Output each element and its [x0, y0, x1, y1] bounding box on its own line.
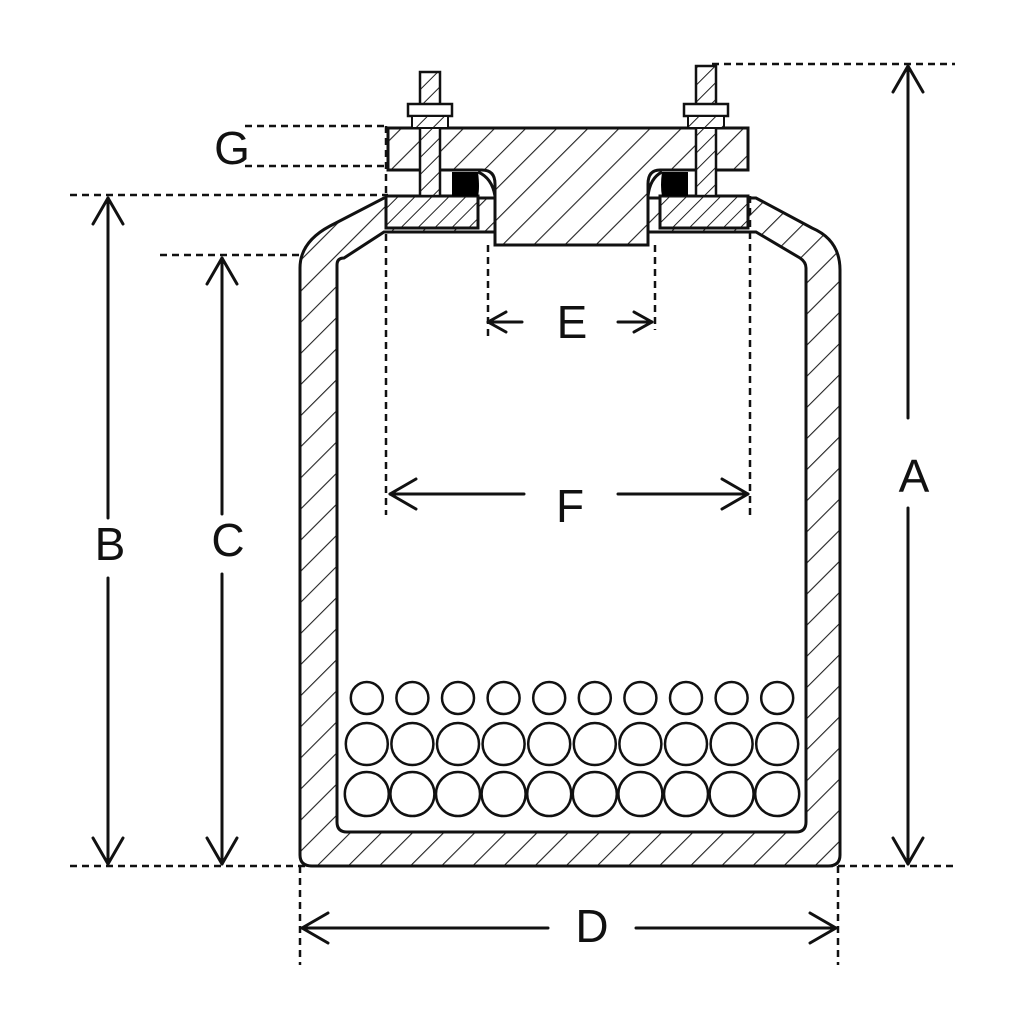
- ball: [754, 721, 800, 767]
- ball: [714, 680, 749, 716]
- ball: [344, 721, 390, 767]
- flange-ring-right: [658, 194, 750, 230]
- label-g: G: [214, 122, 250, 174]
- bolt-left-icon: [406, 70, 454, 198]
- ball: [571, 770, 619, 818]
- ball: [709, 721, 754, 767]
- gasket-right-icon: [661, 172, 688, 196]
- bolt-right-icon: [682, 64, 730, 198]
- ball: [617, 770, 664, 818]
- ball: [623, 680, 658, 716]
- label-b: B: [95, 518, 126, 570]
- label-c: C: [211, 514, 244, 566]
- dimension-d: D: [300, 900, 838, 952]
- dimension-b: B: [91, 196, 126, 866]
- ball: [577, 680, 613, 716]
- ball: [434, 770, 482, 818]
- ball: [759, 680, 795, 716]
- dimension-g: G: [214, 122, 250, 174]
- dimension-e: E: [486, 296, 654, 348]
- ball: [663, 721, 709, 767]
- dimension-f: F: [388, 477, 750, 532]
- ball: [662, 770, 710, 818]
- ball: [349, 680, 385, 716]
- gasket-left-icon: [452, 172, 479, 196]
- ball: [390, 721, 435, 767]
- ball: [753, 770, 801, 818]
- label-e: E: [557, 296, 588, 348]
- ball: [435, 721, 481, 767]
- ball: [389, 770, 436, 818]
- ball: [618, 721, 663, 767]
- ball: [481, 721, 526, 767]
- ball: [668, 680, 704, 716]
- extension-lines: [70, 62, 955, 965]
- label-d: D: [575, 900, 608, 952]
- ball: [525, 770, 573, 818]
- ball: [343, 770, 391, 818]
- ball: [708, 770, 755, 818]
- label-a: A: [899, 450, 930, 502]
- ball: [531, 680, 567, 716]
- ball: [572, 721, 618, 767]
- ball: [486, 680, 521, 716]
- lid-assembly: [384, 126, 750, 247]
- ball: [480, 770, 527, 818]
- ball: [395, 680, 430, 716]
- container-wall: [298, 196, 842, 868]
- lid-plate: [386, 126, 750, 247]
- container-body: [298, 196, 842, 868]
- label-f: F: [556, 480, 584, 532]
- ball-packing: [343, 680, 801, 818]
- flange-ring-left: [384, 194, 480, 230]
- dimension-a: A: [891, 64, 930, 866]
- ball: [526, 721, 572, 767]
- dimension-c: C: [205, 256, 245, 866]
- ball: [440, 680, 476, 716]
